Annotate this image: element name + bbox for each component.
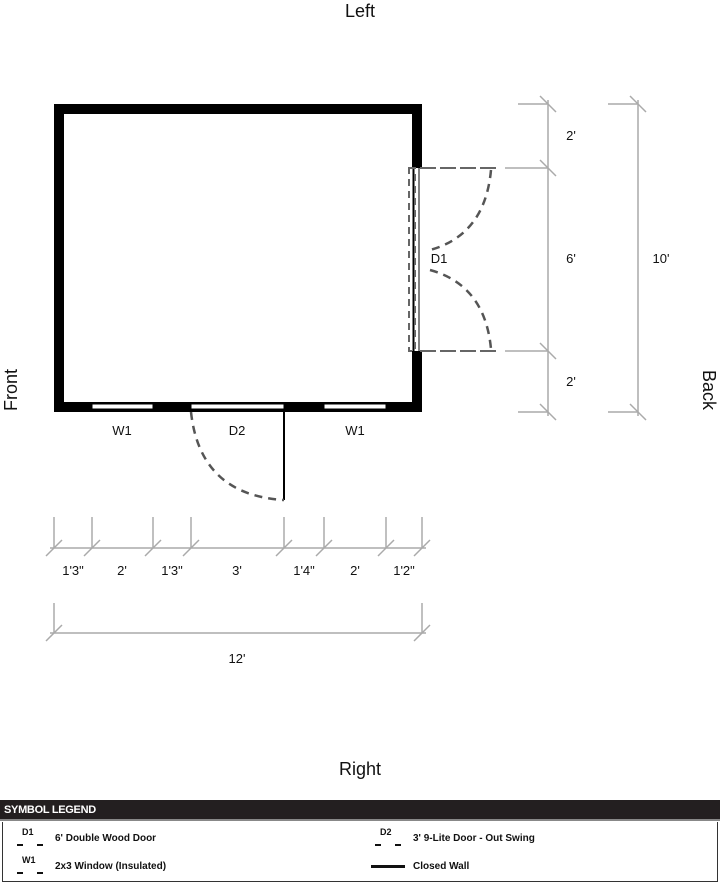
legend-item-d2: D2 3' 9-Lite Door - Out Swing xyxy=(371,827,535,849)
legend-item-w1: W1 2x3 Window (Insulated) xyxy=(13,855,166,877)
window-w1-left xyxy=(91,403,154,410)
side-label-left: Left xyxy=(345,1,375,21)
closed-wall-symbol-icon xyxy=(371,855,405,877)
dim-right-1: 2' xyxy=(566,128,576,143)
side-label-front: Front xyxy=(1,369,21,411)
walls xyxy=(54,104,422,412)
door-d1 xyxy=(408,167,500,352)
legend-item-closed-wall: Closed Wall xyxy=(371,855,469,877)
window-w1-right xyxy=(323,403,387,410)
legend-item-d1: D1 6' Double Wood Door xyxy=(13,827,156,849)
dim-bottom-5: 1'4" xyxy=(293,563,315,578)
dim-overall-right: 10' xyxy=(653,251,670,266)
dim-bottom-1: 1'3" xyxy=(62,563,84,578)
dimension-overall-right xyxy=(608,95,647,421)
dim-bottom-2: 2' xyxy=(117,563,127,578)
double-door-symbol-icon: D1 xyxy=(13,827,47,849)
dimension-right xyxy=(505,95,557,421)
dim-right-2: 6' xyxy=(566,251,576,266)
dim-bottom-3: 1'3" xyxy=(161,563,183,578)
door-d2 xyxy=(189,403,285,502)
symbol-legend: SYMBOL LEGEND D1 6' Double Wood Door D2 … xyxy=(0,800,720,884)
dim-bottom-4: 3' xyxy=(232,563,242,578)
dim-overall-bottom: 12' xyxy=(229,651,246,666)
door-symbol-icon: D2 xyxy=(371,827,405,849)
d1-label: D1 xyxy=(431,251,448,266)
side-label-back: Back xyxy=(699,370,719,411)
legend-title: SYMBOL LEGEND xyxy=(0,800,720,821)
w1-label-right: W1 xyxy=(345,423,365,438)
dimension-overall-bottom xyxy=(45,603,431,642)
dimension-bottom xyxy=(45,517,431,557)
floor-plan: Left Right Front Back D1 D2 W1 W1 xyxy=(1,1,719,779)
window-symbol-icon: W1 xyxy=(13,855,47,877)
d2-label: D2 xyxy=(229,423,246,438)
dim-bottom-6: 2' xyxy=(350,563,360,578)
dim-right-3: 2' xyxy=(566,374,576,389)
side-label-right: Right xyxy=(339,759,381,779)
w1-label-left: W1 xyxy=(112,423,132,438)
dim-bottom-7: 1'2" xyxy=(393,563,415,578)
